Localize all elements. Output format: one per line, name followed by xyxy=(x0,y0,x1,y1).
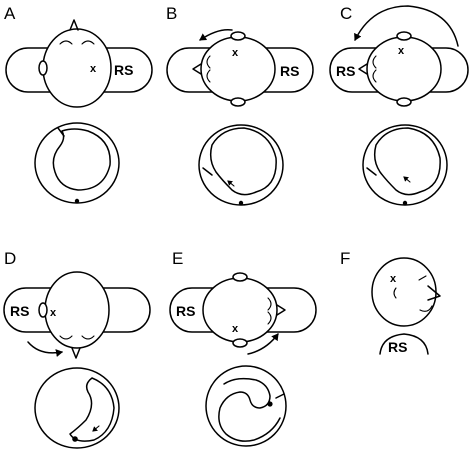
eyes-icon xyxy=(59,335,95,340)
ear-icon xyxy=(232,272,248,282)
small-arrow-icon xyxy=(403,176,411,183)
labyrinth-b xyxy=(198,124,284,206)
ear-icon xyxy=(396,97,412,107)
ear-icon xyxy=(230,97,246,107)
head xyxy=(202,277,278,343)
nose-icon xyxy=(427,285,441,301)
rs-label: RS xyxy=(388,339,407,355)
small-arrow-icon xyxy=(227,180,235,187)
rs-label: RS xyxy=(114,62,133,78)
nose-icon xyxy=(69,19,79,31)
panel-letter-c: C xyxy=(340,4,352,23)
rs-label: RS xyxy=(176,303,195,319)
labyrinth-c xyxy=(362,124,448,206)
panel-b: B x RS xyxy=(166,4,314,206)
marker-x: x xyxy=(232,323,239,335)
panel-letter-b: B xyxy=(166,4,177,23)
curved-arrow-icon xyxy=(199,28,233,41)
cupula-icon xyxy=(275,393,285,399)
ear-icon xyxy=(232,338,248,348)
ear-icon xyxy=(230,31,246,41)
mouth-icon xyxy=(419,305,433,312)
marker-x: x xyxy=(232,47,239,59)
nose-icon xyxy=(358,63,368,75)
cupula-icon xyxy=(366,167,377,176)
body-top-view-d: x RS xyxy=(3,271,151,359)
eye-icon xyxy=(418,275,427,281)
labyrinth-d xyxy=(34,367,120,449)
body-top-view-a: x RS xyxy=(5,19,153,108)
ear-icon xyxy=(393,287,397,299)
eyes-icon xyxy=(59,40,95,45)
shoulders xyxy=(379,333,429,355)
curved-arrow-icon xyxy=(27,341,63,358)
labyrinth-a xyxy=(34,122,120,204)
panel-letter-a: A xyxy=(4,4,16,23)
marker-x: x xyxy=(390,273,397,285)
curved-arrow-icon xyxy=(354,5,459,47)
ear-icon xyxy=(396,31,412,41)
rs-label: RS xyxy=(336,63,355,79)
rs-label: RS xyxy=(280,63,299,79)
curved-arrow-icon xyxy=(247,333,279,355)
marker-x: x xyxy=(50,307,57,319)
cupula-icon xyxy=(57,127,65,137)
head xyxy=(371,257,437,327)
panel-letter-f: F xyxy=(340,249,350,268)
labyrinth-e xyxy=(205,365,287,447)
ear-icon xyxy=(38,60,48,76)
nose-icon xyxy=(71,347,81,359)
panel-letter-d: D xyxy=(4,249,16,268)
cupula-icon xyxy=(202,167,213,176)
ear-icon xyxy=(38,302,48,318)
panel-a: A x RS xyxy=(4,4,153,204)
body-top-view-c: x RS xyxy=(329,31,469,107)
nose-icon xyxy=(192,63,202,75)
panel-letter-e: E xyxy=(172,249,183,268)
eyes-icon xyxy=(372,55,377,83)
panel-c: C x RS xyxy=(329,4,469,206)
body-top-view-e: x RS xyxy=(169,272,317,348)
head xyxy=(42,28,112,108)
panel-d: D x RS xyxy=(3,249,151,449)
marker-x: x xyxy=(90,63,97,75)
marker-x: x xyxy=(398,45,405,57)
nose-icon xyxy=(276,304,286,316)
small-arrow-icon xyxy=(92,425,100,432)
eyes-icon xyxy=(206,55,211,83)
seated-side-view-f: x RS xyxy=(371,257,441,355)
body-top-view-b: x RS xyxy=(166,31,314,107)
panel-e: E x RS xyxy=(169,249,317,447)
panel-f: F x RS xyxy=(340,249,441,355)
rs-label: RS xyxy=(10,303,29,319)
eyes-icon xyxy=(267,297,272,325)
